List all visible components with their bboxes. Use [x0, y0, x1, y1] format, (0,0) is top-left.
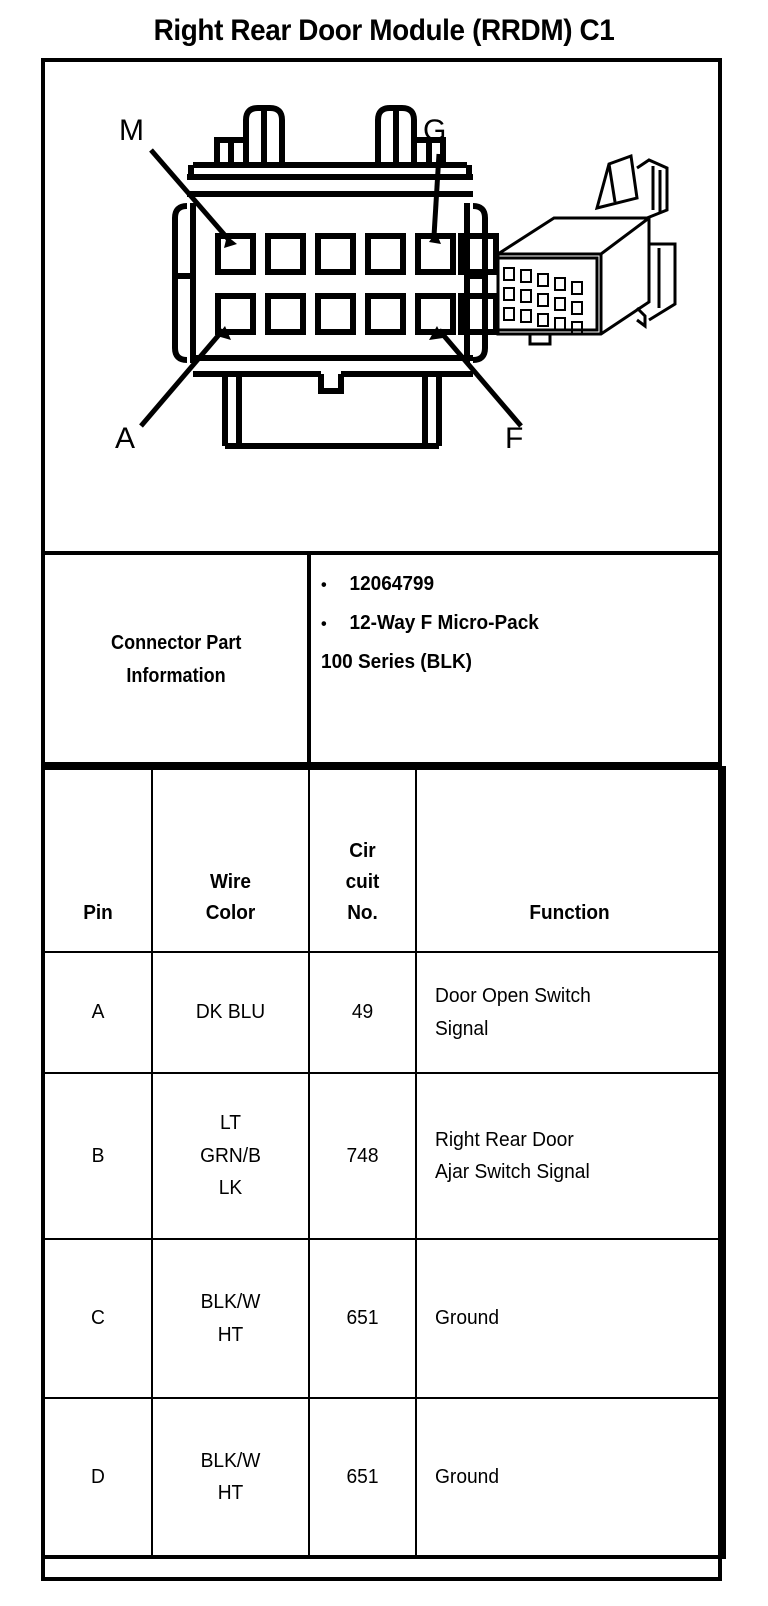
header-pin-line-1: Pin — [83, 902, 113, 924]
function-line: Ground — [435, 1307, 500, 1330]
callout-arrowheads — [217, 232, 443, 340]
column-header-circuit-no: Cir cuit No. — [308, 766, 417, 953]
cell-circuit-no: 748 — [308, 1072, 417, 1240]
connector-part-information-body: 12064799 12-Way F Micro-Pack 100 Series … — [311, 557, 718, 762]
wire-color-line: GRN/B — [200, 1144, 261, 1167]
leader-line-F — [437, 328, 523, 428]
connector-skirt — [222, 374, 442, 449]
cpi-bullet-connector-type: 12-Way F Micro-Pack — [321, 604, 689, 643]
table-row: A DK BLU 49 Door Open Switch Signal — [41, 951, 726, 1074]
header-circuit-line-3: No. — [347, 902, 378, 924]
cpi-bullet-part-number: 12064799 — [321, 565, 689, 604]
table-row: C BLK/W HT 651 Ground — [41, 1238, 726, 1399]
cavity-grid — [215, 233, 499, 335]
function-line: Ground — [435, 1465, 500, 1488]
callout-leader-lines — [139, 148, 523, 428]
cell-pin: C — [41, 1238, 153, 1399]
pin-value: C — [91, 1307, 105, 1330]
header-circuit-line-1: Cir — [349, 840, 376, 862]
cpi-label-line-2: Information — [126, 664, 226, 687]
wire-color-line: BLK/W — [200, 1291, 261, 1314]
connector-illustration: M G A F — [41, 58, 722, 553]
header-wire-line-2: Color — [205, 902, 256, 924]
header-function-line-1: Function — [529, 902, 610, 924]
callout-label-F: F — [505, 422, 523, 455]
connector-illustration-svg: M G A F — [115, 105, 677, 455]
cell-pin: B — [41, 1072, 153, 1240]
circuit-no-value: 748 — [346, 1144, 379, 1167]
column-header-pin: Pin — [41, 766, 153, 953]
page-title: Right Rear Door Module (RRDM) C1 — [153, 14, 615, 47]
cpi-label-line-1: Connector Part — [110, 631, 242, 654]
table-row: D BLK/W HT 651 Ground — [41, 1397, 726, 1559]
cell-wire-color: LT GRN/B LK — [151, 1072, 310, 1240]
table-row: B LT GRN/B LK 748 Right Rear Door Ajar S… — [41, 1072, 726, 1240]
leader-line-A — [139, 328, 225, 428]
cell-function: Door Open Switch Signal — [415, 951, 726, 1074]
pin-value: B — [91, 1144, 105, 1167]
function-line: Door Open Switch — [435, 985, 591, 1008]
divider-illustration-bottom — [41, 551, 722, 555]
pin-assignment-table: Pin Wire Color Cir cuit No. Function — [41, 766, 726, 1559]
wire-color-line: DK BLU — [195, 1001, 266, 1024]
cell-pin: A — [41, 951, 153, 1074]
function-line: Signal — [435, 1017, 489, 1040]
wire-color-line: LK — [218, 1177, 243, 1200]
cpi-continuation-series: 100 Series (BLK) — [321, 651, 473, 673]
callout-labels: M G A F — [115, 114, 523, 455]
connector-isometric-view — [496, 153, 677, 346]
leader-line-M — [149, 148, 231, 242]
callout-label-G: G — [423, 114, 446, 147]
connector-part-information-label: Connector Part Information — [45, 557, 307, 762]
cell-circuit-no: 651 — [308, 1238, 417, 1399]
connector-shell — [172, 162, 488, 394]
callout-label-A: A — [115, 422, 135, 455]
cell-wire-color: BLK/W HT — [151, 1238, 310, 1399]
cell-function: Right Rear Door Ajar Switch Signal — [415, 1072, 726, 1240]
header-circuit-line-2: cuit — [345, 871, 380, 893]
wire-color-line: HT — [217, 1323, 244, 1346]
column-header-wire-color: Wire Color — [151, 766, 310, 953]
cell-circuit-no: 49 — [308, 951, 417, 1074]
header-wire-line-1: Wire — [209, 871, 251, 893]
circuit-no-value: 651 — [346, 1307, 379, 1330]
wire-color-line: BLK/W — [200, 1449, 261, 1472]
pin-value: A — [91, 1001, 105, 1024]
cell-pin: D — [41, 1397, 153, 1559]
cell-circuit-no: 651 — [308, 1397, 417, 1559]
circuit-no-value: 651 — [346, 1465, 379, 1488]
wire-color-line: HT — [217, 1482, 244, 1504]
table-header-row: Pin Wire Color Cir cuit No. Function — [41, 766, 726, 953]
pin-value: D — [91, 1465, 105, 1488]
cell-wire-color: DK BLU — [151, 951, 310, 1074]
function-line: Right Rear Door — [435, 1128, 574, 1151]
connector-top-posts — [214, 105, 446, 165]
divider-cpi-bottom — [41, 762, 722, 766]
cell-wire-color: BLK/W HT — [151, 1397, 310, 1559]
cell-function: Ground — [415, 1238, 726, 1399]
divider-cpi-vertical — [307, 553, 311, 766]
column-header-function: Function — [415, 766, 726, 953]
function-line: Ajar Switch Signal — [435, 1161, 590, 1183]
callout-label-M: M — [119, 114, 144, 147]
wire-color-line: LT — [220, 1112, 241, 1135]
circuit-no-value: 49 — [351, 1001, 374, 1024]
cell-function: Ground — [415, 1397, 726, 1559]
leader-line-G — [431, 153, 442, 237]
